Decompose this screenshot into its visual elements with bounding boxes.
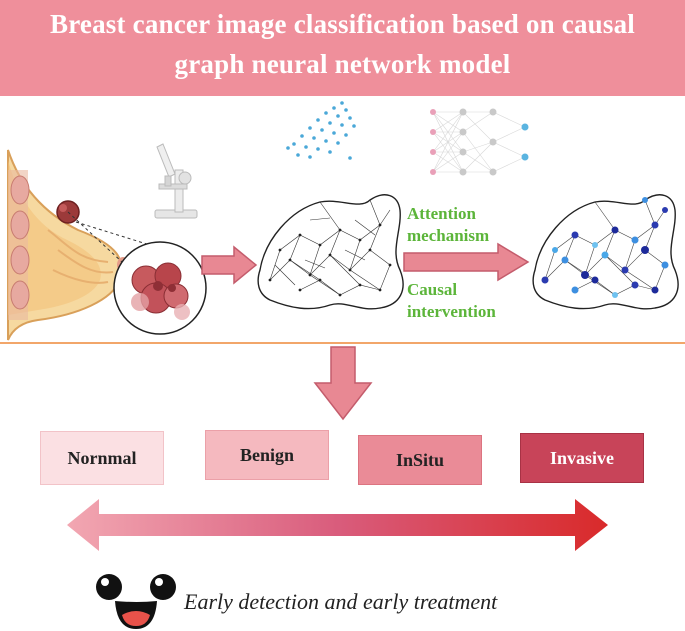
point-cloud-icon [286, 101, 356, 160]
graph-mesh-icon [257, 194, 404, 310]
tagline: Early detection and early treatment [184, 589, 498, 614]
causal-label-line-1: Causal [407, 280, 458, 299]
arrow-down [313, 346, 373, 421]
arrow-right-1 [201, 245, 258, 285]
class-box-normal: Nornmal [40, 431, 164, 485]
zoom-lines [67, 211, 151, 263]
class-label-insitu: InSitu [395, 449, 445, 470]
causal-label: Causal intervention [407, 279, 496, 323]
smiley-face-icon [96, 574, 176, 629]
microscope-icon [154, 143, 198, 219]
neural-network-icon [430, 108, 529, 176]
severity-double-arrow [67, 499, 608, 551]
class-label-benign: Benign [239, 444, 295, 465]
attention-label-line-1: Attention [407, 204, 476, 223]
class-box-insitu: InSitu [358, 435, 482, 485]
page-title: Breast cancer image classification based… [0, 4, 685, 84]
section-divider [0, 342, 685, 344]
class-label-normal: Nornmal [67, 447, 137, 468]
class-box-invasive: Invasive [520, 433, 644, 483]
title-banner [0, 0, 685, 96]
attention-graph-icon [532, 194, 679, 310]
attention-label-line-2: mechanism [407, 226, 490, 245]
title-line-1: Breast cancer image classification based… [50, 9, 635, 39]
class-label-invasive: Invasive [549, 447, 614, 468]
tumor-cells-icon [113, 241, 207, 335]
class-box-benign: Benign [205, 430, 329, 480]
breast-anatomy-icon [7, 149, 129, 341]
arrow-right-2 [403, 242, 530, 282]
title-line-2: graph neural network model [174, 49, 511, 79]
causal-label-line-2: intervention [407, 302, 496, 321]
attention-label: Attention mechanism [407, 203, 489, 247]
